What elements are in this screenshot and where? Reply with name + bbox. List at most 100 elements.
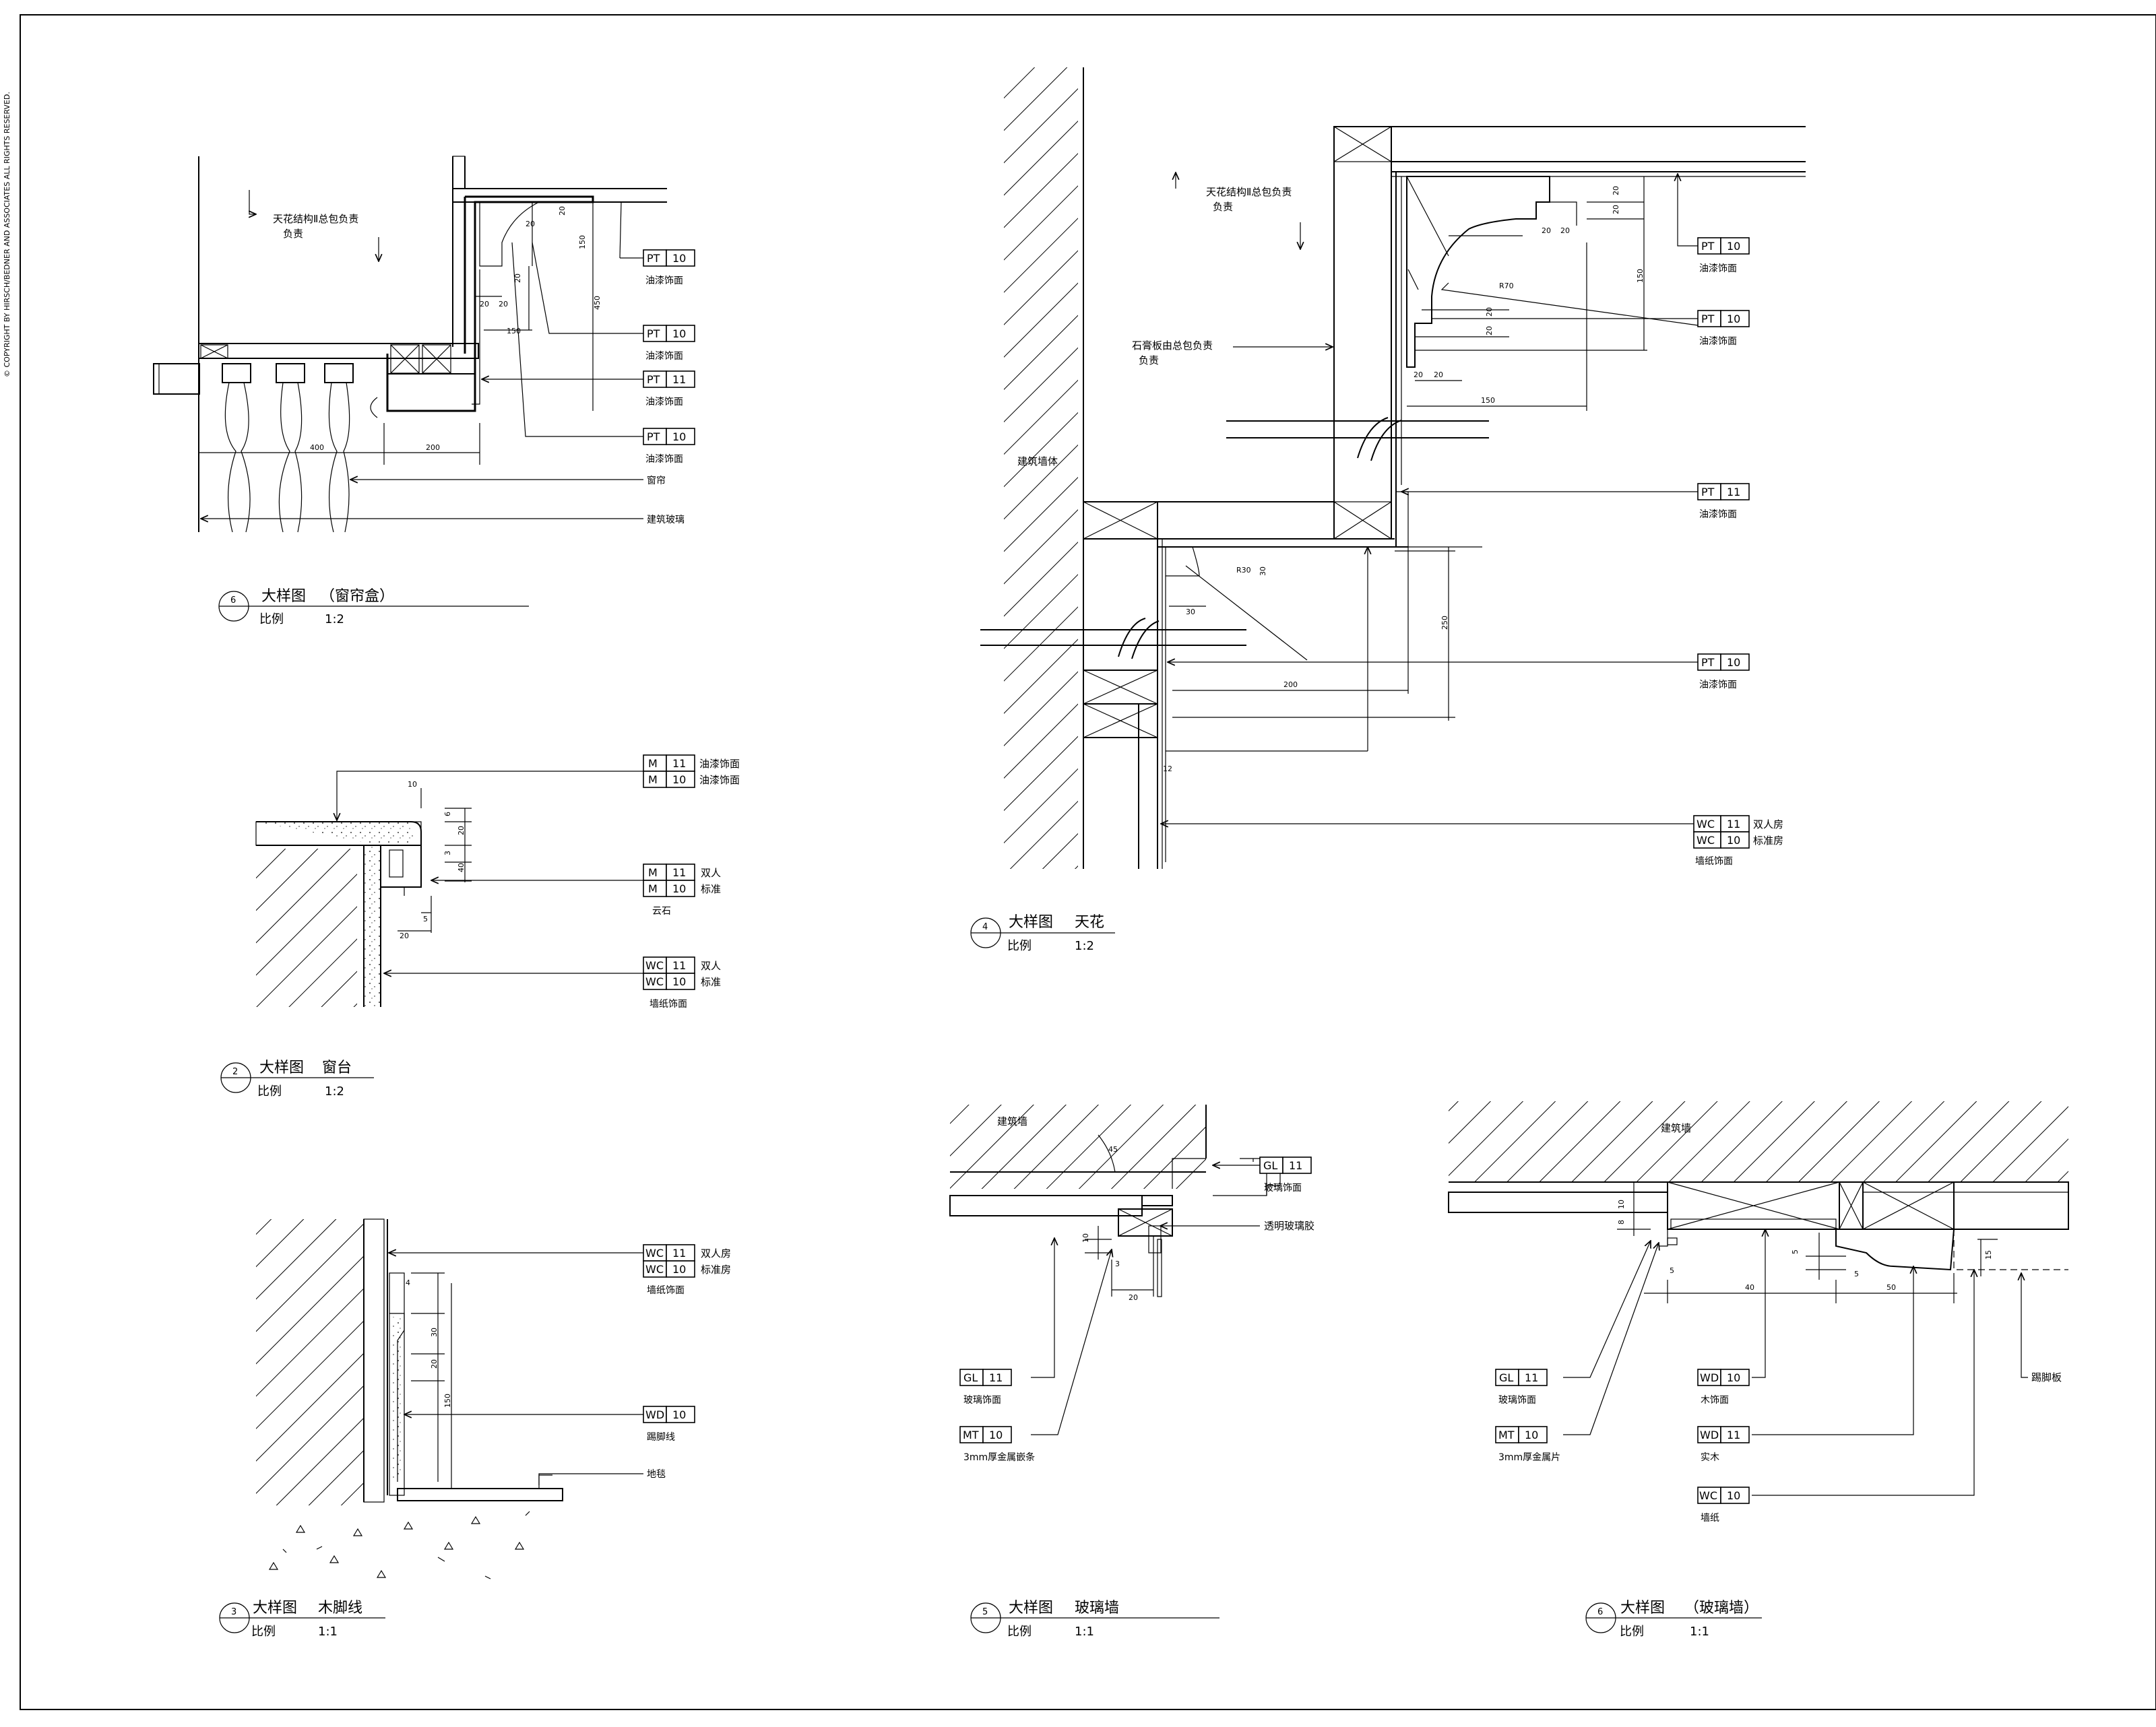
d4-tag-2-code: PT [1701, 486, 1715, 498]
d3-tag-group-1: WD 10 踢脚线 [643, 1406, 695, 1443]
d6b-note-1: 踢脚板 [2031, 1371, 2062, 1383]
d3-g0-caption: 墙纸饰面 [647, 1285, 685, 1296]
d4-dim-8: 20 [1434, 370, 1443, 379]
d2-tag-group-2: WC 11 双人 WC 10 标准 墙纸饰面 [643, 956, 721, 1010]
d6b-tag-2: WD 10 木饰面 [1697, 1369, 1750, 1406]
d2-dim-6: 20 [400, 932, 409, 940]
d4-tag-0: PT 10 油漆饰面 [1697, 237, 1750, 274]
d6b-tag-3: WD 11 实木 [1697, 1426, 1750, 1463]
d4-tag-3-code: PT [1701, 656, 1715, 669]
d6b-dim-1: 8 [1617, 1220, 1626, 1225]
d5-tag-0-num: 11 [1289, 1159, 1302, 1172]
d2-g2-text-1: 标准 [701, 976, 721, 988]
d5-dim-1: 10 [1081, 1233, 1090, 1243]
d3-title-block: 3 大样图 木脚线 比例 1:1 [219, 1600, 385, 1639]
d4-wall-tag-code-0: WC [1697, 818, 1715, 830]
d2-g0-code-1: M [648, 773, 658, 786]
d4-tag-1-num: 10 [1727, 313, 1740, 325]
d6a-tag-1-num: 10 [672, 327, 686, 340]
d4-dim-6: 20 [1485, 326, 1494, 335]
d4-dim-14: 250 [1440, 616, 1449, 630]
d3-title: 大样图 [253, 1600, 297, 1617]
d4-tag-2-caption: 油漆饰面 [1699, 509, 1737, 520]
d4-dim-1: 20 [1612, 205, 1620, 214]
d4-number: 4 [982, 922, 988, 932]
d2-g2-num-0: 11 [672, 959, 686, 972]
d6b-dim-0: 10 [1617, 1200, 1626, 1209]
d5-tag-0-caption: 玻璃饰面 [1264, 1182, 1302, 1194]
d4-dim-9: 150 [1636, 269, 1645, 283]
d2-scale: 1:2 [325, 1084, 344, 1099]
d3-scale-label: 比例 [251, 1625, 276, 1639]
detail-3-skirting: 4 30 20 150 地毯 WC 11 双人房 WC 10 标准房 墙纸饰面 … [219, 1218, 731, 1639]
d3-note-0: 地毯 [647, 1469, 666, 1480]
d4-dim-15: 200 [1283, 680, 1298, 689]
d5-dim-0: 45 [1108, 1145, 1118, 1154]
d2-scale-label: 比例 [257, 1084, 282, 1099]
d6a-subtitle: （窗帘盒） [320, 588, 394, 605]
d3-dim-0: 4 [406, 1278, 410, 1287]
d6a-dim-6: 150 [507, 327, 521, 335]
d6b-tag-1-num: 10 [1525, 1429, 1538, 1441]
d4-title-block: 4 大样图 天花 比例 1:2 [970, 914, 1115, 953]
d2-g1-num-1: 10 [672, 882, 686, 895]
d6b-tag-1: MT 10 3mm厚金属片 [1495, 1426, 1560, 1463]
d3-g0-num-1: 10 [672, 1263, 686, 1276]
d4-tag-3-num: 10 [1727, 656, 1740, 669]
d6b-dim-5: 5 [1854, 1270, 1859, 1278]
d6b-tag-4: WC 10 墙纸 [1697, 1487, 1750, 1524]
sheet-border [20, 14, 2156, 1710]
d3-g0-code-0: WC [645, 1247, 664, 1260]
d3-g1-caption: 踢脚线 [647, 1432, 675, 1443]
d3-g0-text-1: 标准房 [701, 1264, 731, 1276]
d6a-dim-9: 200 [426, 443, 440, 452]
d2-dim-5: 5 [423, 915, 428, 923]
d2-tag-group-0: M 11 油漆饰面 M 10 油漆饰面 [643, 754, 740, 788]
d4-scale-label: 比例 [1007, 939, 1032, 953]
d5-number: 5 [982, 1607, 988, 1617]
d4-wall-tag-num-1: 10 [1727, 834, 1740, 847]
d5-tag-1-num: 11 [989, 1371, 1003, 1384]
d6b-tag-2-code: WD [1700, 1371, 1719, 1384]
d5-tag-0: GL 11 玻璃饰面 [1259, 1156, 1312, 1194]
detail-4-ceiling: 天花结构Ⅱ总包负责 负责 石膏板由总包负责 负责 建筑墙体 20 20 [970, 67, 1806, 953]
d6b-tag-2-caption: 木饰面 [1701, 1395, 1729, 1406]
d5-scale-label: 比例 [1007, 1625, 1032, 1639]
d6a-tag-3-caption: 油漆饰面 [645, 454, 683, 465]
d6b-title-block: 6 大样图 （玻璃墙） 比例 1:1 [1585, 1600, 1762, 1639]
d6a-title: 大样图 [261, 588, 306, 605]
d6b-tag-3-code: WD [1700, 1429, 1719, 1441]
d6b-tag-0: GL 11 玻璃饰面 [1495, 1369, 1548, 1406]
d6a-tag-0: PT 10 油漆饰面 [643, 249, 695, 286]
d6b-dim-7: 15 [1984, 1250, 1993, 1260]
d5-dim-3: 20 [1129, 1293, 1138, 1302]
d4-wall-tag-caption: 墙纸饰面 [1695, 856, 1733, 867]
d4-dim-4: R70 [1499, 282, 1514, 290]
d6b-dim-4: 40 [1745, 1283, 1754, 1292]
d2-g2-num-1: 10 [672, 975, 686, 988]
d4-dim-7: 20 [1414, 370, 1423, 379]
d5-subtitle: 玻璃墙 [1075, 1600, 1119, 1617]
d2-tag-group-1: M 11 双人 M 10 标准 云石 [643, 864, 721, 917]
d6a-tag-1-code: PT [647, 327, 660, 340]
d6a-note-2: 建筑玻璃 [647, 514, 685, 525]
d4-tag-1-caption: 油漆饰面 [1699, 336, 1737, 347]
d6b-tag-0-caption: 玻璃饰面 [1498, 1394, 1536, 1406]
d6a-dim-1: 20 [526, 220, 535, 228]
d4-dim-2: 20 [1542, 226, 1551, 235]
d5-note-0: 建筑墙 [997, 1115, 1027, 1128]
d4-tag-1: PT 10 油漆饰面 [1697, 310, 1750, 347]
d2-g2-text-0: 双人 [701, 960, 721, 972]
d4-tag-3-caption: 油漆饰面 [1699, 680, 1737, 690]
d4-wall-tag-text-0: 双人房 [1753, 818, 1783, 830]
d4-note-0b: 负责 [1213, 201, 1233, 213]
d3-g0-code-1: WC [645, 1263, 664, 1276]
d2-g0-num-0: 11 [672, 757, 686, 770]
d6a-tag-3-num: 10 [672, 430, 686, 443]
d4-dim-5: 20 [1485, 307, 1494, 317]
d6a-tag-0-code: PT [647, 252, 660, 265]
detail-6a-curtain-box: 天花结构Ⅱ总包负责 负责 20 20 150 20 20 20 150 450 … [153, 156, 695, 626]
d6b-tag-2-num: 10 [1727, 1371, 1740, 1384]
d6b-tag-3-num: 11 [1727, 1429, 1740, 1441]
d6a-tag-1-caption: 油漆饰面 [645, 351, 683, 362]
